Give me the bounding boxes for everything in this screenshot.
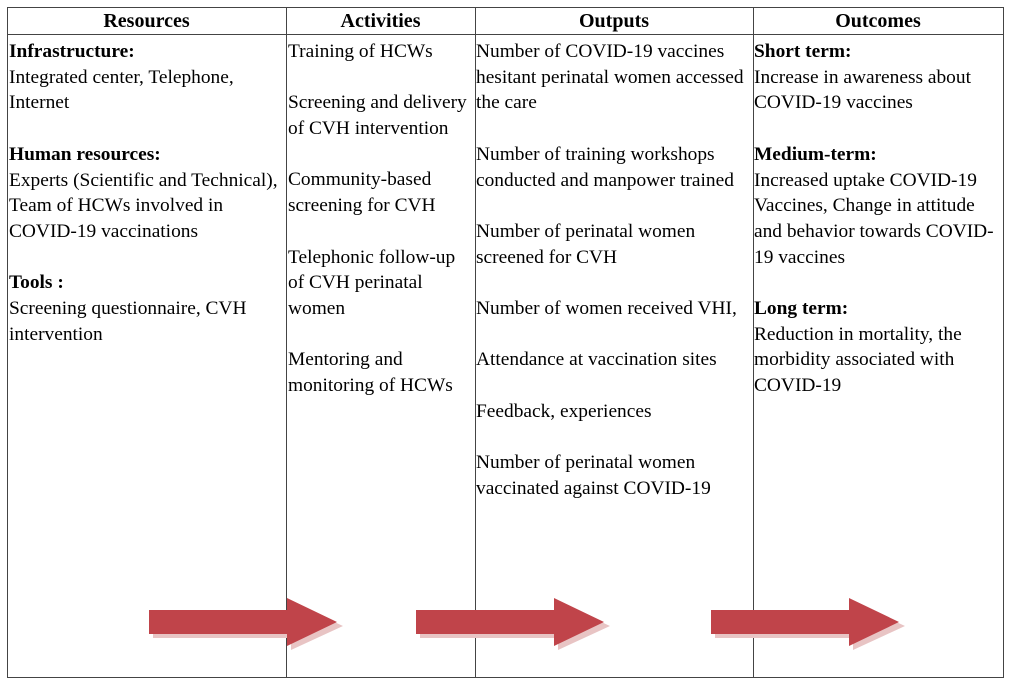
output-item: Number of women received VHI, [476,297,737,319]
column-divider-2 [475,7,476,678]
table-border-bottom [7,677,1004,678]
activity-item: Training of HCWs [288,41,433,62]
header-divider [7,34,1004,35]
header-resources: Resources [103,10,190,32]
activity-item: Mentoring and monitoring of HCWs [288,349,453,397]
resources-column: Infrastructure: Integrated center, Telep… [9,39,283,347]
long-term-title: Long term: [754,298,849,319]
flow-arrow-1 [149,598,343,650]
output-item: Feedback, experiences [476,400,652,422]
medium-term-title: Medium-term: [754,143,877,165]
activity-item: Telephonic follow-up of CVH perinatal wo… [288,246,456,319]
arrow-right-icon [416,598,604,646]
flow-arrow-3 [711,598,905,650]
logic-model-table: Resources Activities Outputs Outcomes In… [7,7,1004,678]
output-item: Attendance at vaccination sites [476,349,717,371]
outcome-short-term: Short term: Increase in awareness about … [754,39,1000,116]
activity-item: Community-based screening for CVH [288,169,436,217]
resources-human: Human resources: Experts (Scientific and… [9,142,283,245]
long-term-text: Reduction in mortality, the morbidity as… [754,323,962,397]
arrow-right-icon [711,598,899,646]
output-item: Number of perinatal women vaccinated aga… [476,452,711,499]
outputs-column: Number of COVID-19 vaccines hesitant per… [476,39,752,502]
output-item: Number of COVID-19 vaccines hesitant per… [476,41,744,114]
outcomes-column: Short term: Increase in awareness about … [754,39,1000,399]
tools-title: Tools : [9,272,64,294]
short-term-text: Increase in awareness about COVID-19 vac… [754,66,971,114]
header-outcomes: Outcomes [835,10,921,32]
table-border-top [7,7,1004,8]
infrastructure-text: Integrated center, Telephone, Internet [9,66,234,114]
column-divider-3 [753,7,754,678]
column-divider-1 [286,7,287,678]
header-activities: Activities [340,10,421,32]
activities-column: Training of HCWs Screening and delivery … [288,39,472,399]
short-term-title: Short term: [754,41,852,62]
medium-term-text: Increased uptake COVID-19 Vaccines, Chan… [754,169,994,268]
human-resources-text: Experts (Scientific and Technical), Team… [9,169,278,242]
output-item: Number of training workshops conducted a… [476,143,734,191]
header-outputs: Outputs [578,10,650,32]
table-border-right [1003,7,1004,678]
flow-arrow-2 [416,598,610,650]
outcome-medium-term: Medium-term: Increased uptake COVID-19 V… [754,142,1000,271]
resources-infrastructure: Infrastructure: Integrated center, Telep… [9,39,283,116]
activity-item: Screening and delivery of CVH interventi… [288,92,467,140]
resources-tools: Tools : Screening questionnaire, CVH int… [9,270,283,347]
human-resources-title: Human resources: [9,143,161,165]
arrow-right-icon [149,598,337,646]
output-item: Number of perinatal women screened for C… [476,220,696,268]
infrastructure-title: Infrastructure: [9,41,135,62]
table-border-left [7,7,8,678]
tools-text: Screening questionnaire, CVH interventio… [9,298,247,345]
outcome-long-term: Long term: Reduction in mortality, the m… [754,296,1000,399]
table-grid [7,7,1004,678]
